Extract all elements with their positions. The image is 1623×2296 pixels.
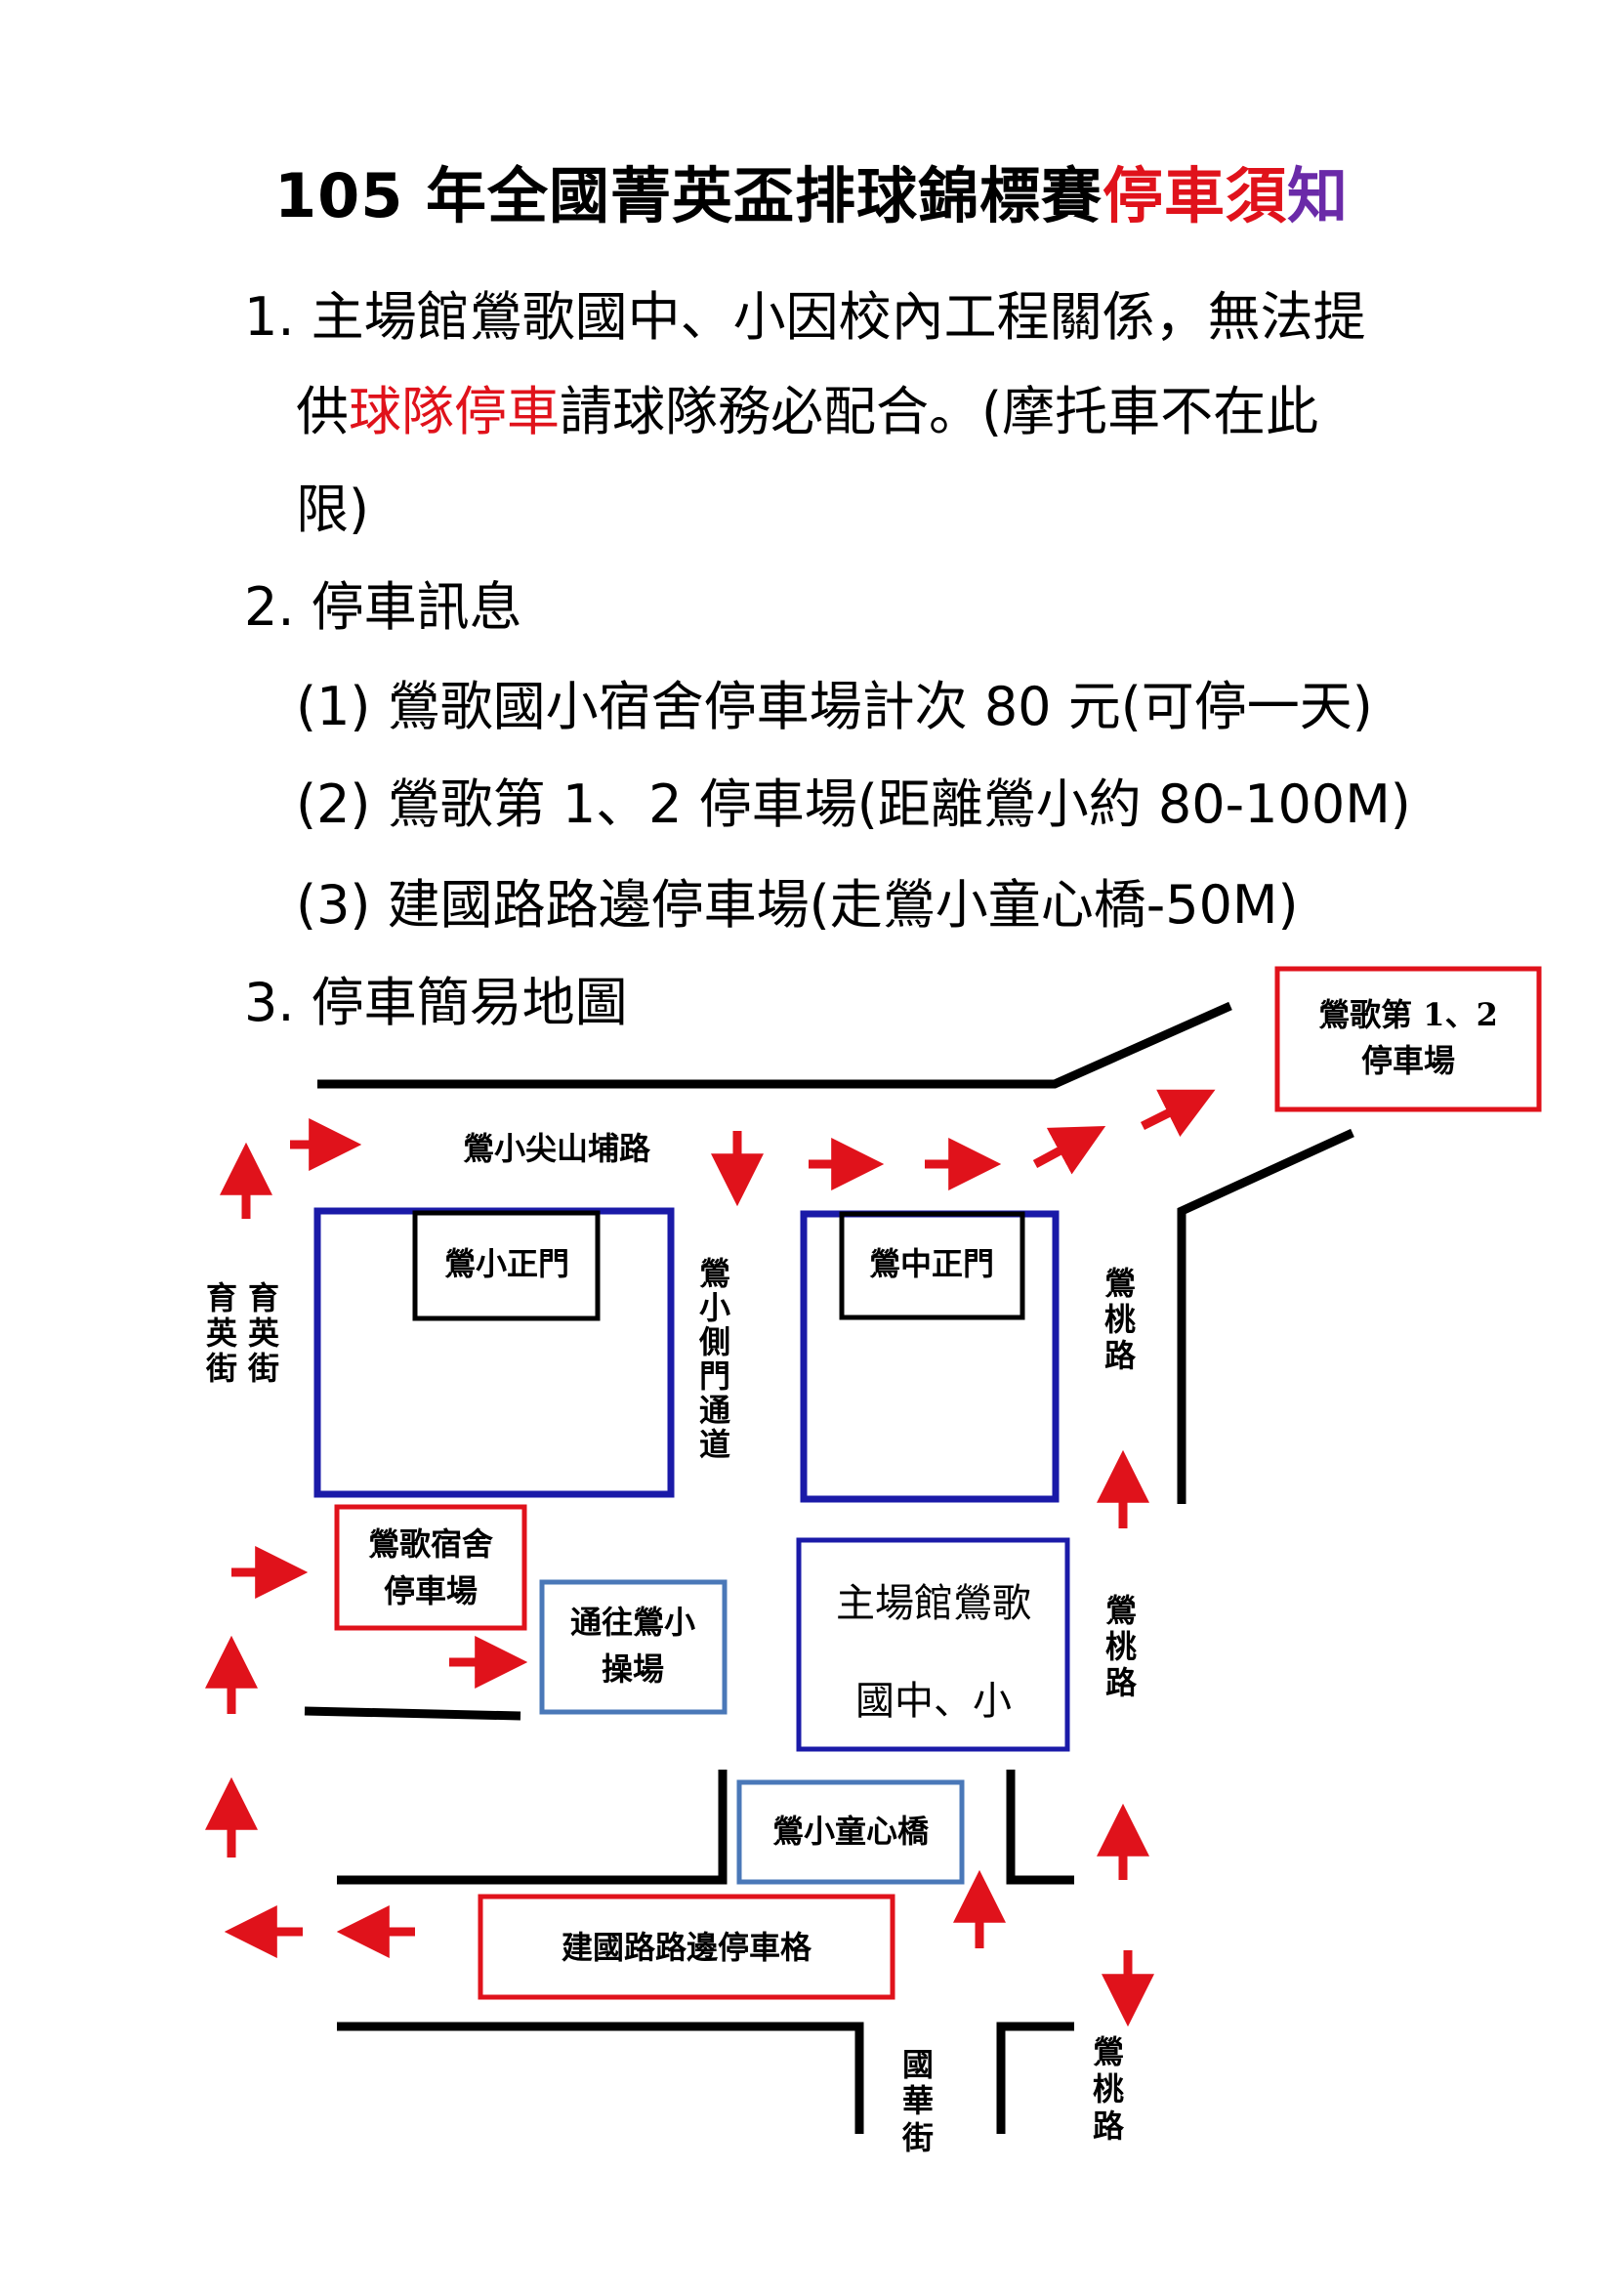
title-highlight-purple: 知 xyxy=(1287,160,1350,231)
traffic-arrows xyxy=(205,1089,1216,2027)
svg-text:街: 街 xyxy=(205,1350,237,1387)
svg-text:鶯: 鶯 xyxy=(1104,1265,1136,1302)
item1-line3: 限) xyxy=(296,479,370,540)
road-line-right-upper xyxy=(1177,1128,1354,1504)
svg-text:華: 華 xyxy=(902,2082,934,2119)
bridge-box xyxy=(736,1779,965,1885)
main-venue-label-1: 主場館鶯歌 xyxy=(836,1581,1031,1626)
road-line-bridge-left xyxy=(337,1770,728,1885)
svg-text:育: 育 xyxy=(248,1279,279,1316)
parking12-label-2: 停車場 xyxy=(1361,1042,1455,1079)
svg-text:道: 道 xyxy=(699,1426,730,1463)
playground-box xyxy=(539,1579,728,1715)
svg-text:側: 側 xyxy=(698,1323,730,1360)
road-yingtao-2: 鶯 桃 路 xyxy=(1105,1592,1138,1701)
svg-text:路: 路 xyxy=(1093,2108,1125,2145)
bridge-label: 鶯小童心橋 xyxy=(772,1813,930,1850)
svg-text:門: 門 xyxy=(699,1357,730,1395)
elem-gate-box xyxy=(412,1210,601,1321)
main-venue-label-2: 國中、小 xyxy=(855,1679,1012,1724)
junior-gate-label: 鶯中正門 xyxy=(869,1245,994,1282)
item1-line2: 供球隊停車請球隊務必配合。(摩托車不在此 xyxy=(296,386,1318,438)
main-venue-box xyxy=(796,1537,1070,1752)
svg-text:街: 街 xyxy=(901,2119,934,2156)
svg-text:小: 小 xyxy=(699,1289,730,1326)
item2-sub2: (2) 鶯歌第 1、2 停車場(距離鶯小約 80-100M) xyxy=(296,773,1411,835)
svg-text:英: 英 xyxy=(248,1315,280,1352)
elem-gate-label: 鶯小正門 xyxy=(444,1245,569,1282)
item1-line2-pre: 供 xyxy=(296,381,349,442)
road-line-bridge-right xyxy=(1006,1770,1074,1885)
item2-heading: 2. 停車訊息 xyxy=(244,576,522,638)
road-side-gate: 鶯 小 側 門 通 道 xyxy=(698,1255,730,1463)
svg-text:桃: 桃 xyxy=(1093,2070,1124,2108)
dorm-parking-label-1: 鶯歌宿舍 xyxy=(368,1525,493,1563)
title-highlight-red: 停車須 xyxy=(1102,160,1287,231)
item1-line2-post: 請球隊務必配合。(摩托車不在此 xyxy=(560,381,1319,442)
parking12-box xyxy=(1274,966,1542,1112)
road-yingtao-1: 鶯 桃 路 xyxy=(1104,1265,1137,1374)
item3-heading: 3. 停車簡易地圖 xyxy=(244,972,628,1033)
svg-text:路: 路 xyxy=(1104,1337,1137,1374)
playground-label-1: 通往鶯小 xyxy=(570,1604,695,1641)
road-line-bottom-right xyxy=(996,2022,1074,2134)
svg-text:國: 國 xyxy=(902,2046,934,2083)
parking12-label-1: 鶯歌第 1、2 xyxy=(1318,996,1498,1033)
road-yuying: 育 英 街 xyxy=(247,1279,280,1387)
svg-text:桃: 桃 xyxy=(1105,1628,1137,1665)
svg-text:桃: 桃 xyxy=(1104,1301,1136,1338)
svg-text:鶯: 鶯 xyxy=(699,1255,730,1292)
item2-sub1: (1) 鶯歌國小宿舍停車場計次 80 元(可停一天) xyxy=(296,676,1373,737)
road-lines xyxy=(304,1001,1354,2134)
road-line-top xyxy=(317,1001,1232,1089)
dorm-parking-box xyxy=(334,1504,527,1631)
page-title: 105 年全國菁英盃排球錦標賽停車須知 xyxy=(0,146,1623,234)
item1-line2-red: 球隊停車 xyxy=(349,381,560,442)
road-top-label: 鶯小尖山埔路 xyxy=(463,1130,651,1167)
road-line-bottom-left xyxy=(337,2022,864,2134)
svg-text:育: 育 xyxy=(206,1279,237,1316)
road-guohua: 國 華 街 xyxy=(901,2046,934,2156)
playground-label-2: 操場 xyxy=(602,1650,664,1688)
item2-sub3: (3) 建國路路邊停車場(走鶯小童心橋-50M) xyxy=(296,874,1299,936)
road-yuying-cut: 育 英 街 xyxy=(205,1279,238,1387)
svg-text:鶯: 鶯 xyxy=(1105,1592,1137,1629)
svg-text:街: 街 xyxy=(247,1350,279,1387)
item1-line1: 1. 主場館鶯歌國中、小因校內工程關係，無法提 xyxy=(244,286,1366,348)
jianguo-parking-box xyxy=(478,1894,895,2000)
jianguo-parking-label: 建國路路邊停車格 xyxy=(562,1929,812,1966)
junior-gate-box xyxy=(839,1211,1025,1320)
road-yingtao-3: 鶯 桃 路 xyxy=(1093,2033,1125,2145)
svg-text:英: 英 xyxy=(206,1315,238,1352)
road-line-left-mid xyxy=(304,1706,521,1721)
arrow xyxy=(1140,1089,1216,1138)
title-main: 105 年全國菁英盃排球錦標賽 xyxy=(273,160,1103,231)
svg-text:路: 路 xyxy=(1105,1664,1138,1701)
dorm-parking-label-2: 停車場 xyxy=(384,1572,478,1609)
svg-text:通: 通 xyxy=(699,1392,730,1429)
arrow xyxy=(1032,1126,1106,1175)
svg-text:鶯: 鶯 xyxy=(1093,2033,1124,2070)
